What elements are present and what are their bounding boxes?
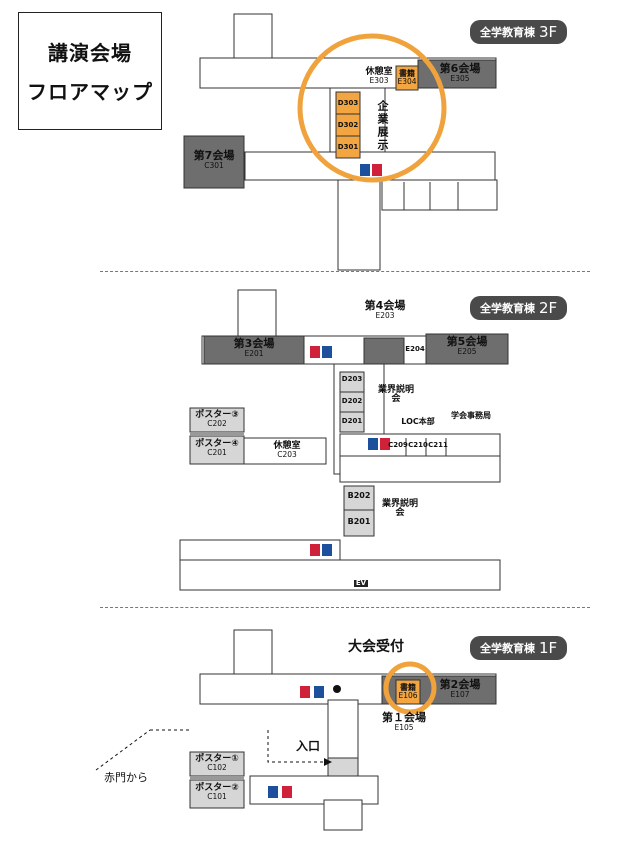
f1-poster2-room	[189, 779, 245, 809]
floor-divider-3f-2f	[100, 271, 590, 272]
map-title-box: 講演会場 フロアマップ	[18, 12, 162, 130]
f1-exit-column	[323, 799, 363, 831]
f3-books-room	[395, 65, 419, 91]
f2-d202-label: D202	[341, 397, 363, 405]
f2-b201-label: B201	[347, 517, 371, 526]
f2-tower-block	[237, 289, 277, 337]
f2-hall5-room	[425, 333, 509, 365]
f3-expo-label: 企業展示	[376, 100, 389, 152]
f3-d303-label: D303	[337, 99, 359, 107]
f2-poster4-room	[189, 435, 245, 465]
f2-industry2-label: 業界説明会	[382, 499, 419, 519]
f2-bottom-wing	[179, 559, 501, 591]
f2-c211-label: C211	[428, 441, 448, 449]
f3-d301-label: D301	[337, 143, 359, 151]
f1-entrance-corridor	[327, 699, 359, 761]
f2-d-rooms	[339, 371, 365, 433]
f2-ev-label: EV	[354, 579, 368, 588]
title-line2: フロアマップ	[27, 80, 153, 104]
f1-books-room	[395, 679, 421, 705]
f3-d-rooms-orange	[335, 91, 361, 159]
f2-c210-label: C210	[408, 441, 428, 449]
f2-south-rooms	[339, 455, 501, 483]
f2-secretariat-label: 学会事務局	[451, 411, 491, 420]
f2-e204-label: E204	[405, 345, 425, 353]
f1-entrance-floor	[327, 757, 359, 777]
f1-poster1-room	[189, 751, 245, 777]
f3-d302-label: D302	[337, 121, 359, 129]
f3-highlight-ring	[297, 33, 447, 183]
f1-akamon-label: 赤門から	[104, 771, 148, 784]
f2-loc-label: LOC本部	[401, 417, 435, 426]
f1-tower-block	[233, 629, 273, 675]
f3-stair-column	[337, 179, 381, 271]
f2-hall3-room	[203, 335, 305, 365]
reception-dot	[333, 685, 341, 693]
floor-divider-2f-1f	[100, 607, 590, 608]
title-line1: 講演会場	[48, 41, 132, 65]
f1-reception-label: 大会受付	[348, 639, 404, 655]
f2-poster3-room	[189, 407, 245, 433]
f3-tower-block	[233, 13, 273, 59]
f2-hall4-room	[363, 337, 405, 365]
f2-c209-label: C209	[388, 441, 408, 449]
f2-b202-label: B202	[347, 491, 371, 500]
f2-rest-wing	[243, 437, 327, 465]
f3-hall7-room	[183, 135, 245, 189]
f2-d201-label: D201	[341, 417, 363, 425]
f2-d203-label: D203	[341, 375, 363, 383]
f1-entrance-label: 入口	[295, 739, 320, 753]
f3-south-rooms	[381, 179, 498, 211]
f2-b-rooms	[343, 485, 375, 537]
f2-industry-label: 業界説明会	[378, 385, 415, 405]
f1-highlight-ring	[383, 661, 437, 715]
